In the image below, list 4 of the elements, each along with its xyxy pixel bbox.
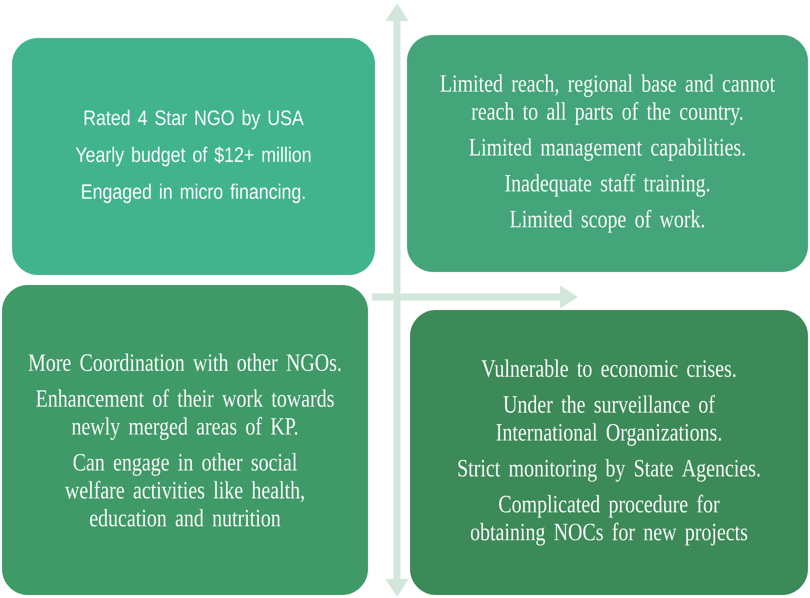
quadrant-box: More Coordination with other NGOs. Enhancement of their work towards newly merged areas of KP. Can engage in other social welfare activities like health, education and nutrition bbox=[2, 284, 368, 595]
quadrant-box: Limited reach, regional base and cannot reach to all parts of the country. Limited management capabilities. Inadequate staff training. Limited scope of work. bbox=[407, 35, 808, 272]
quadrant-box: Vulnerable to economic crises. Under the surveillance of International Organizations. Strict monitoring by State Agencies. Complicated procedure for obtaining NOCs for new projects bbox=[410, 310, 808, 595]
quadrant-box: Rated 4 Star NGO by USA Yearly budget of $12+ million Engaged in micro financing. bbox=[12, 38, 375, 275]
